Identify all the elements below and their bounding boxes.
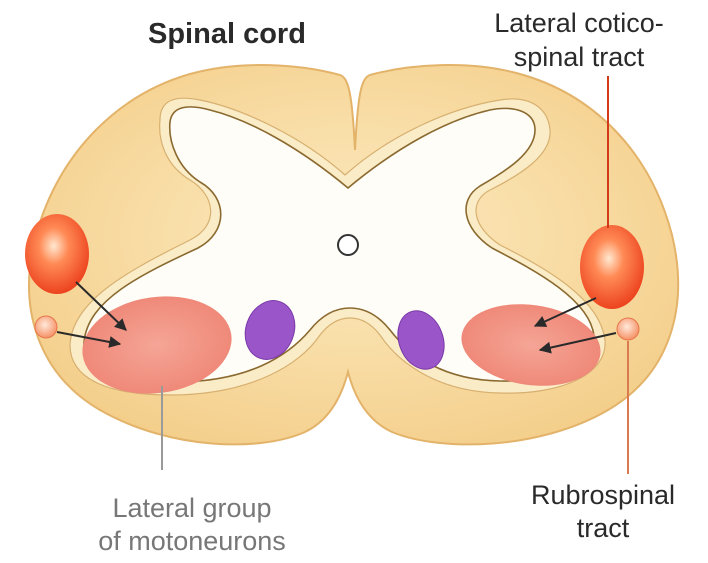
lateral-corticospinal-tract-right (580, 225, 644, 309)
diagram-title: Spinal cord (148, 18, 306, 51)
label-line: Lateral group (72, 492, 312, 525)
central-canal (338, 235, 358, 255)
label-line: tract (508, 512, 698, 545)
label-rubrospinal-tract: Rubrospinal tract (508, 479, 698, 545)
label-lateral-corticospinal-tract: Lateral cotico- spinal tract (464, 6, 694, 74)
label-line: of motoneurons (72, 525, 312, 558)
label-line: spinal tract (464, 40, 694, 74)
label-line: Rubrospinal (508, 479, 698, 512)
label-line: Lateral cotico- (464, 6, 694, 40)
label-lateral-group-motoneurons: Lateral group of motoneurons (72, 492, 312, 558)
rubrospinal-tract-left (35, 316, 57, 338)
rubrospinal-tract-right (617, 318, 639, 340)
lateral-corticospinal-tract-left (25, 214, 89, 294)
